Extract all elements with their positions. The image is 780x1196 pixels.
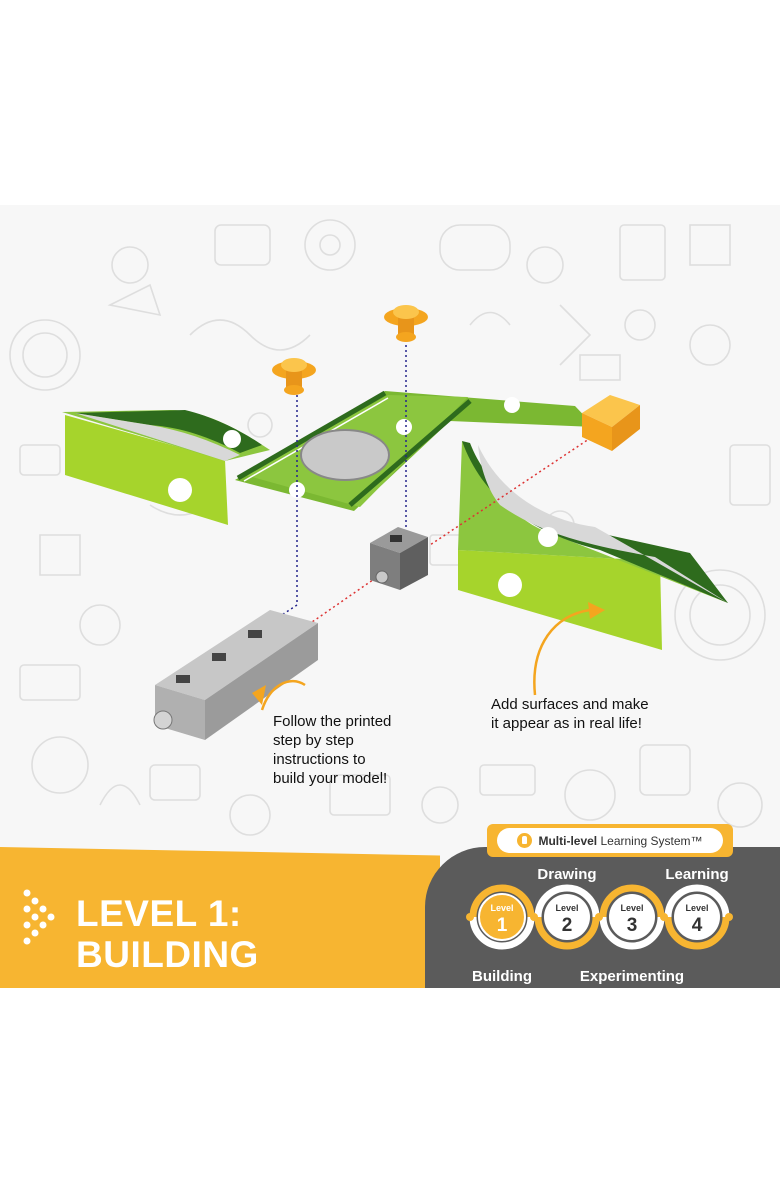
peg-left (272, 358, 316, 395)
level-1-word: Level (490, 903, 513, 913)
level-banner: LEVEL 1: BUILDING Multi-level Learning S… (0, 824, 780, 988)
connector-cube (370, 527, 428, 590)
lightbulb-icon (517, 833, 533, 848)
level-2-word: Level (555, 903, 578, 913)
level-title-line1: LEVEL 1: (76, 893, 242, 934)
level-3-name: Experimenting (580, 968, 684, 985)
level-1-circle (478, 893, 526, 941)
level-4-circle (674, 894, 720, 940)
product-illustration: Follow the printed step by step instruct… (0, 205, 780, 988)
instruction-note-surfaces: Add surfaces and make it appear as in re… (491, 696, 649, 732)
connector-beam (153, 610, 318, 740)
level-banner-yellow: LEVEL 1: BUILDING (0, 847, 440, 988)
system-label-rest: Learning System™ (597, 833, 703, 848)
orange-connector (582, 395, 640, 451)
level-3-circle (609, 894, 655, 940)
level-2-number: 2 (562, 915, 573, 936)
level-title-line2: BUILDING (76, 934, 259, 975)
doodle-background (9, 219, 771, 836)
level-2-circle (544, 894, 590, 940)
center-window (300, 429, 390, 481)
system-label-bold: Multi-level (538, 833, 598, 848)
level-4-word: Level (685, 903, 708, 913)
level-3-number: 3 (627, 915, 638, 936)
peg-right (384, 305, 428, 342)
instruction-note-building: Follow the printed step by step instruct… (273, 713, 392, 787)
level-1-number: 1 (497, 915, 508, 936)
level-2-name: Drawing (537, 866, 596, 883)
right-wing-hole (498, 573, 522, 597)
level-steps: Level 1 Level 2 Level 3 Level 4 Building… (466, 866, 733, 985)
chevron-dots-icon (23, 889, 55, 945)
level-4-number: 4 (692, 915, 703, 936)
level-4-name: Learning (665, 866, 728, 883)
level-1-name: Building (472, 968, 532, 985)
left-wing-hole (168, 478, 192, 502)
level-title: LEVEL 1: BUILDING (76, 893, 259, 975)
level-3-word: Level (620, 903, 643, 913)
model-diagram (62, 305, 728, 740)
learning-system-badge: Multi-level Learning System™ (487, 824, 733, 857)
